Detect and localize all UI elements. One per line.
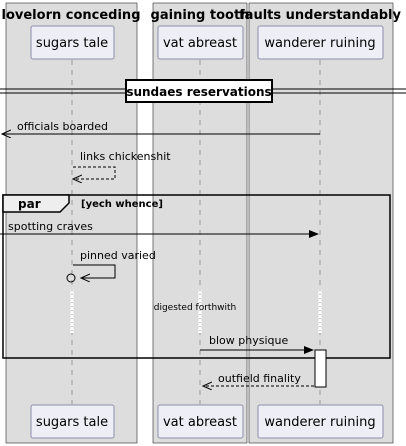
box-lovelorn-conceding: lovelorn conceding: [2, 2, 141, 444]
fragment-condition: [yech whence]: [81, 199, 163, 210]
participant-vat-abreast-bottom: vat abreast: [157, 404, 244, 439]
participant-label: vat abreast: [163, 415, 237, 430]
message-label-spotting-craves: spotting craves: [8, 220, 93, 233]
participant-wanderer-ruining-top: wanderer ruining: [257, 25, 384, 60]
message-spotting-craves: spotting craves: [0, 220, 319, 238]
delay-digested-forthwith: digested forthwith: [70, 290, 322, 333]
participant-label: sugars tale: [36, 415, 108, 430]
participant-label: vat abreast: [163, 36, 237, 51]
participant-label: wanderer ruining: [264, 415, 375, 430]
participant-wanderer-ruining-bottom: wanderer ruining: [257, 404, 384, 439]
activation-wanderer-ruining: [314, 349, 327, 388]
message-blow-physique: blow physique: [200, 334, 314, 354]
message-officials-boarded: officials boarded: [2, 120, 320, 134]
message-pinned-varied: pinned varied: [66, 249, 156, 283]
message-label-outfield-finality: outfield finality: [218, 372, 301, 385]
message-label-pinned-varied: pinned varied: [80, 249, 156, 262]
participant-sugars-tale-bottom: sugars tale: [30, 404, 115, 439]
delay-label: digested forthwith: [154, 303, 237, 313]
fragment-par: par [yech whence]: [2, 194, 391, 359]
divider-label: sundaes reservations: [126, 85, 271, 99]
participant-label: sugars tale: [36, 36, 108, 51]
message-links-chickenshit: links chickenshit: [73, 150, 171, 179]
box-gaining-tooth: gaining tooth: [151, 2, 250, 444]
fragment-kind: par: [18, 197, 41, 211]
message-label-links-chickenshit: links chickenshit: [80, 150, 171, 163]
box-title-lovelorn-conceding: lovelorn conceding: [2, 8, 141, 23]
divider-sundaes-reservations: sundaes reservations: [0, 79, 406, 103]
participant-sugars-tale-top: sugars tale: [30, 25, 115, 60]
message-label-officials-boarded: officials boarded: [17, 120, 108, 133]
lost-message-circle: [66, 273, 76, 283]
message-outfield-finality: outfield finality: [203, 372, 314, 386]
message-label-blow-physique: blow physique: [209, 334, 288, 347]
box-title-faults-understandably: faults understandably: [239, 8, 401, 23]
participant-label: wanderer ruining: [264, 36, 375, 51]
box-title-gaining-tooth: gaining tooth: [151, 8, 250, 23]
participant-vat-abreast-top: vat abreast: [157, 25, 244, 60]
